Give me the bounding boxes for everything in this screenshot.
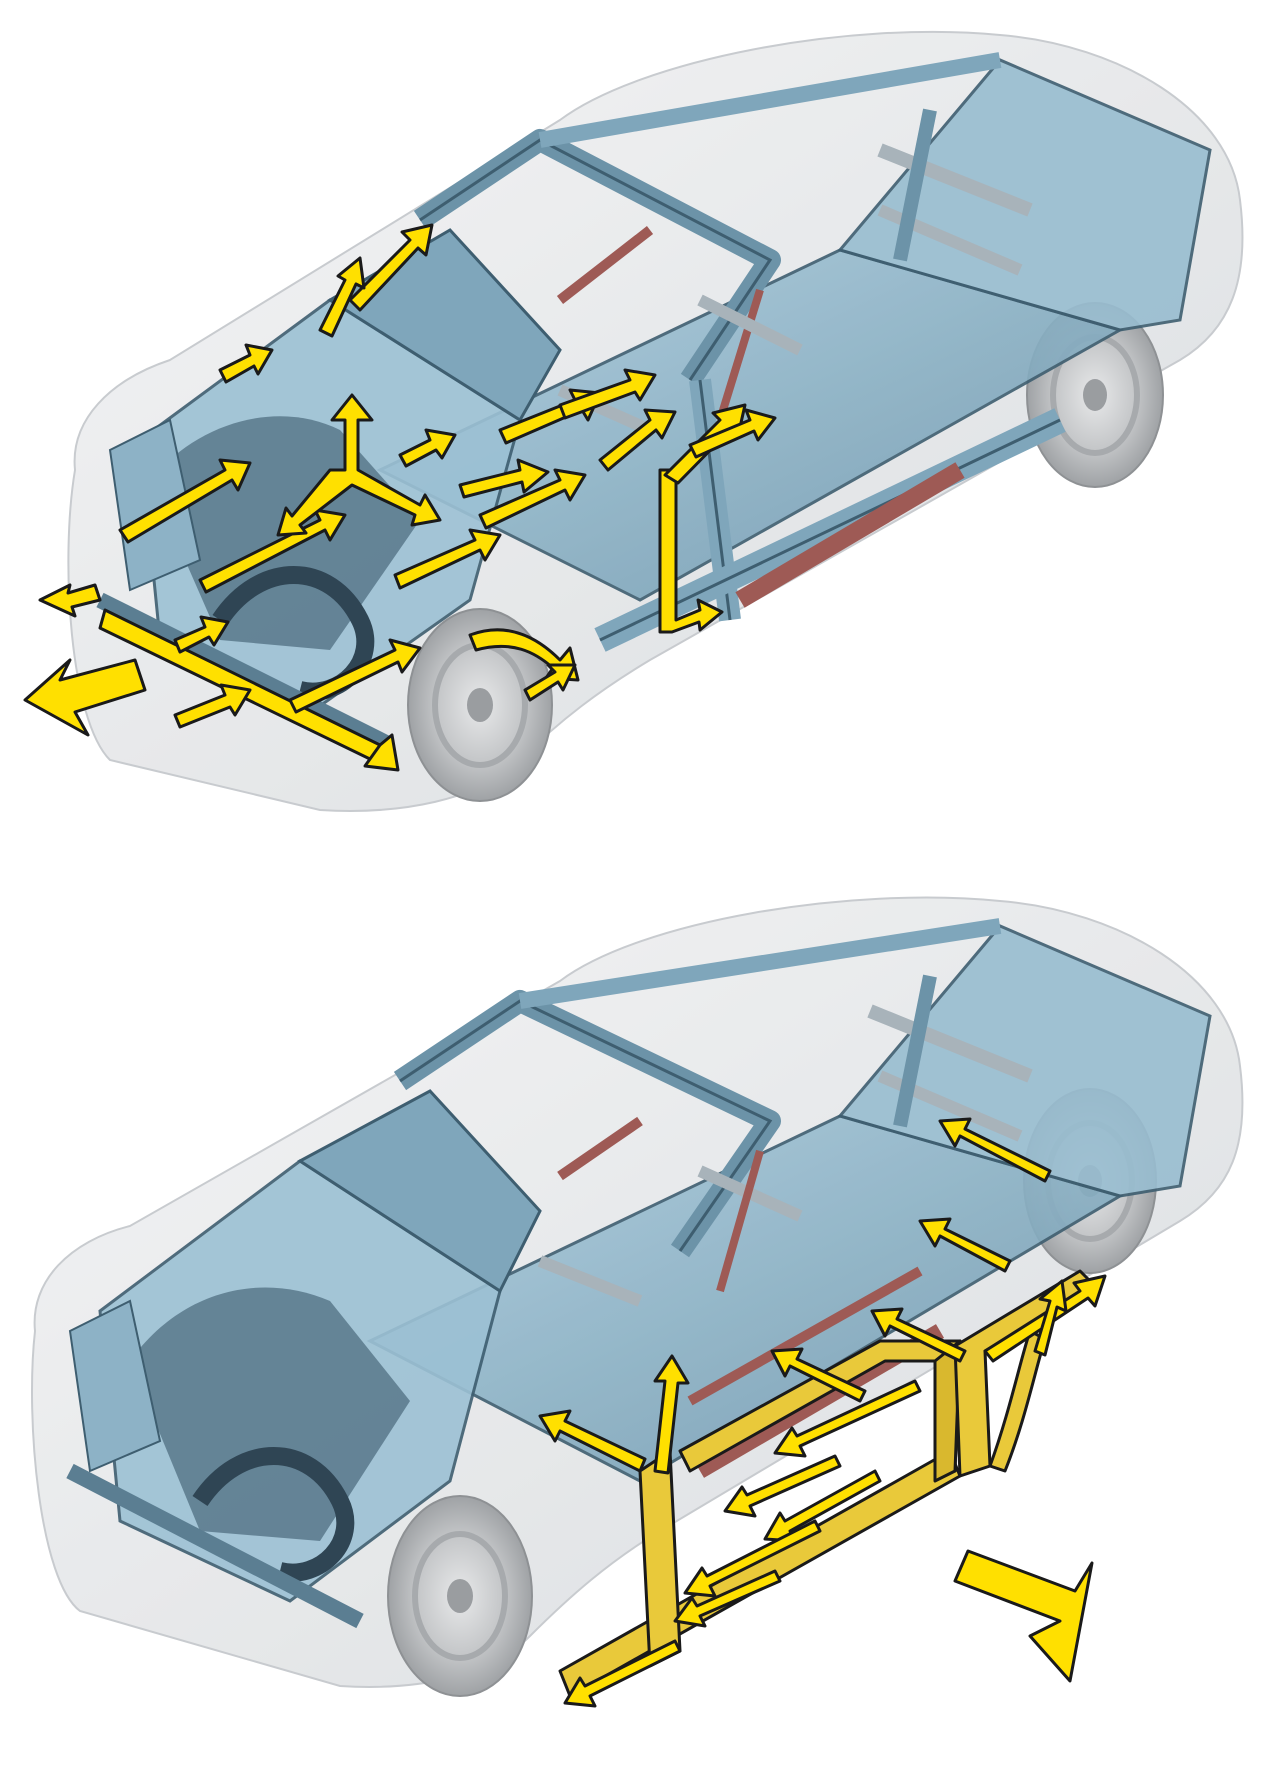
load-path-arrows-2 [538,1117,1107,1708]
body-structure-2 [66,918,1212,1629]
primary-impact-arrow-2 [953,1549,1094,1683]
side-impact-panel [0,891,1280,1782]
primary-impact-arrow [23,658,147,737]
front-wheel [407,608,553,802]
front-impact-diagram [23,30,1244,812]
load-path-arrows [23,223,777,772]
front-impact-panel [23,30,1244,812]
secondary-impact-arrow [38,583,102,618]
side-impact-diagram [31,896,1244,1708]
front-wheel-2 [387,1495,533,1697]
